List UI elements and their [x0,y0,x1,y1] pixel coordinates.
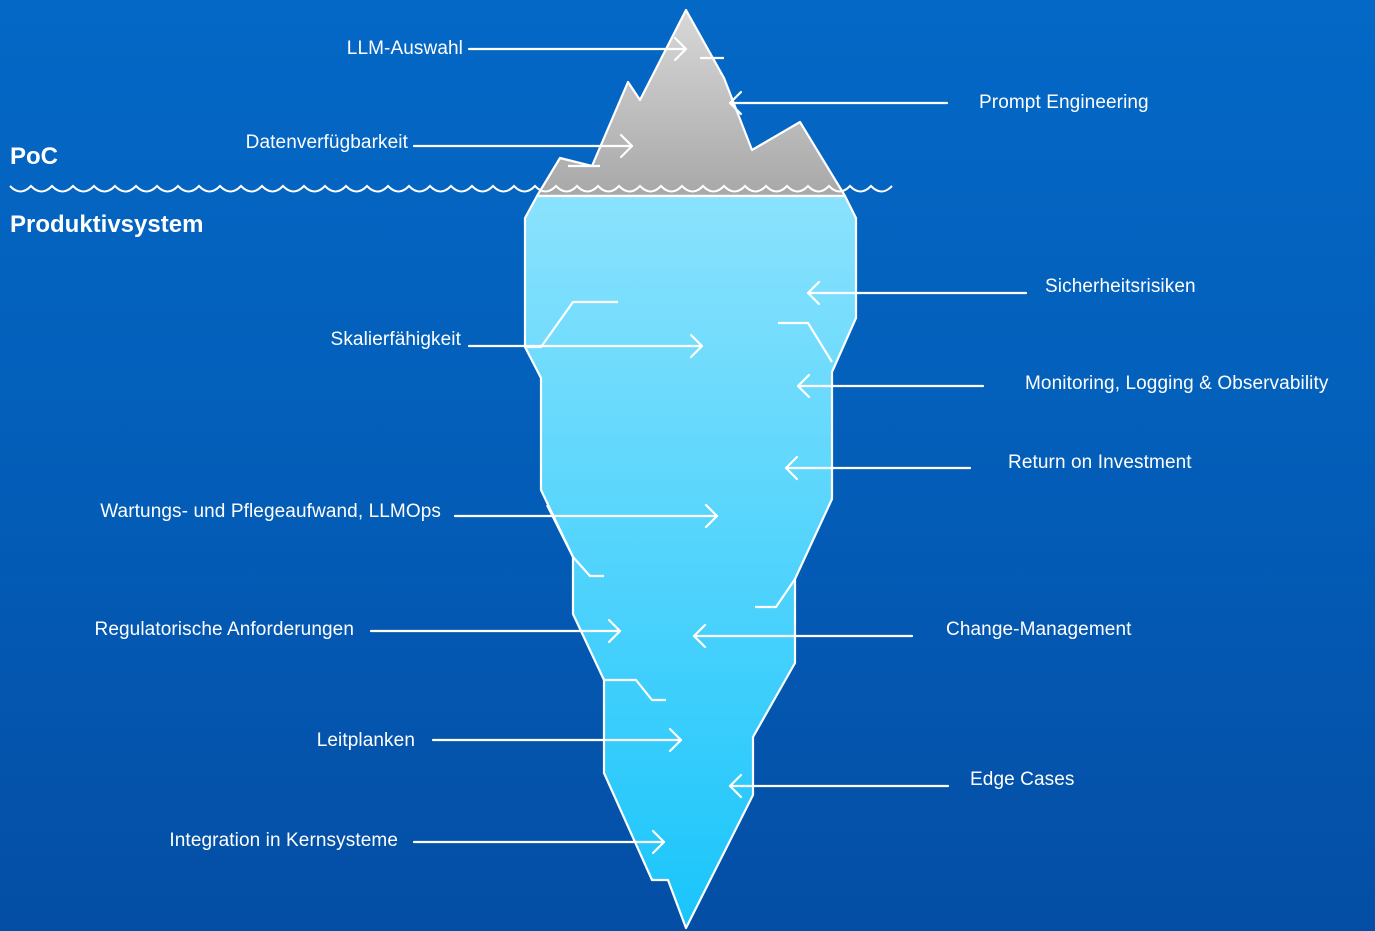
label-prompt-engineering: Prompt Engineering [979,92,1149,113]
label-integration: Integration in Kernsysteme [169,830,398,851]
arrow-edge-cases [728,773,950,799]
zone-label-produktivsystem: Produktivsystem [10,211,204,238]
label-leitplanken: Leitplanken [316,730,415,751]
arrows-right [692,90,1028,799]
arrow-llm-auswahl [467,36,688,62]
label-llm-auswahl: LLM-Auswahl [346,38,463,59]
arrow-change-management [692,623,914,649]
label-monitoring: Monitoring, Logging & Observability [1025,373,1329,394]
zone-label-poc: PoC [10,143,58,170]
label-roi: Return on Investment [1008,452,1192,473]
arrow-datenverfuegbarkeit [412,133,634,159]
label-change-management: Change-Management [946,619,1132,640]
label-regulatorische-anforderungen: Regulatorische Anforderungen [94,619,354,640]
arrow-prompt-engineering [728,90,949,116]
label-datenverfuegbarkeit: Datenverfügbarkeit [245,132,408,153]
iceberg-body [523,194,858,930]
label-wartungsaufwand: Wartungs- und Pflegeaufwand, LLMOps [100,501,441,522]
label-sicherheitsrisiken: Sicherheitsrisiken [1045,276,1196,297]
arrow-leitplanken [431,727,683,753]
arrows-left [369,36,719,855]
arrow-skalierfaehigkeit [467,333,704,359]
arrow-sicherheitsrisiken [806,280,1028,306]
label-skalierfaehigkeit: Skalierfähigkeit [330,329,461,350]
iceberg-tip [535,8,847,198]
arrow-integration [412,829,666,855]
arrow-roi [784,455,972,481]
arrow-monitoring [796,373,985,399]
arrow-regulatorisch [369,618,622,644]
label-edge-cases: Edge Cases [970,769,1075,790]
waterline [9,184,893,193]
arrow-wartungsaufwand [453,503,719,529]
